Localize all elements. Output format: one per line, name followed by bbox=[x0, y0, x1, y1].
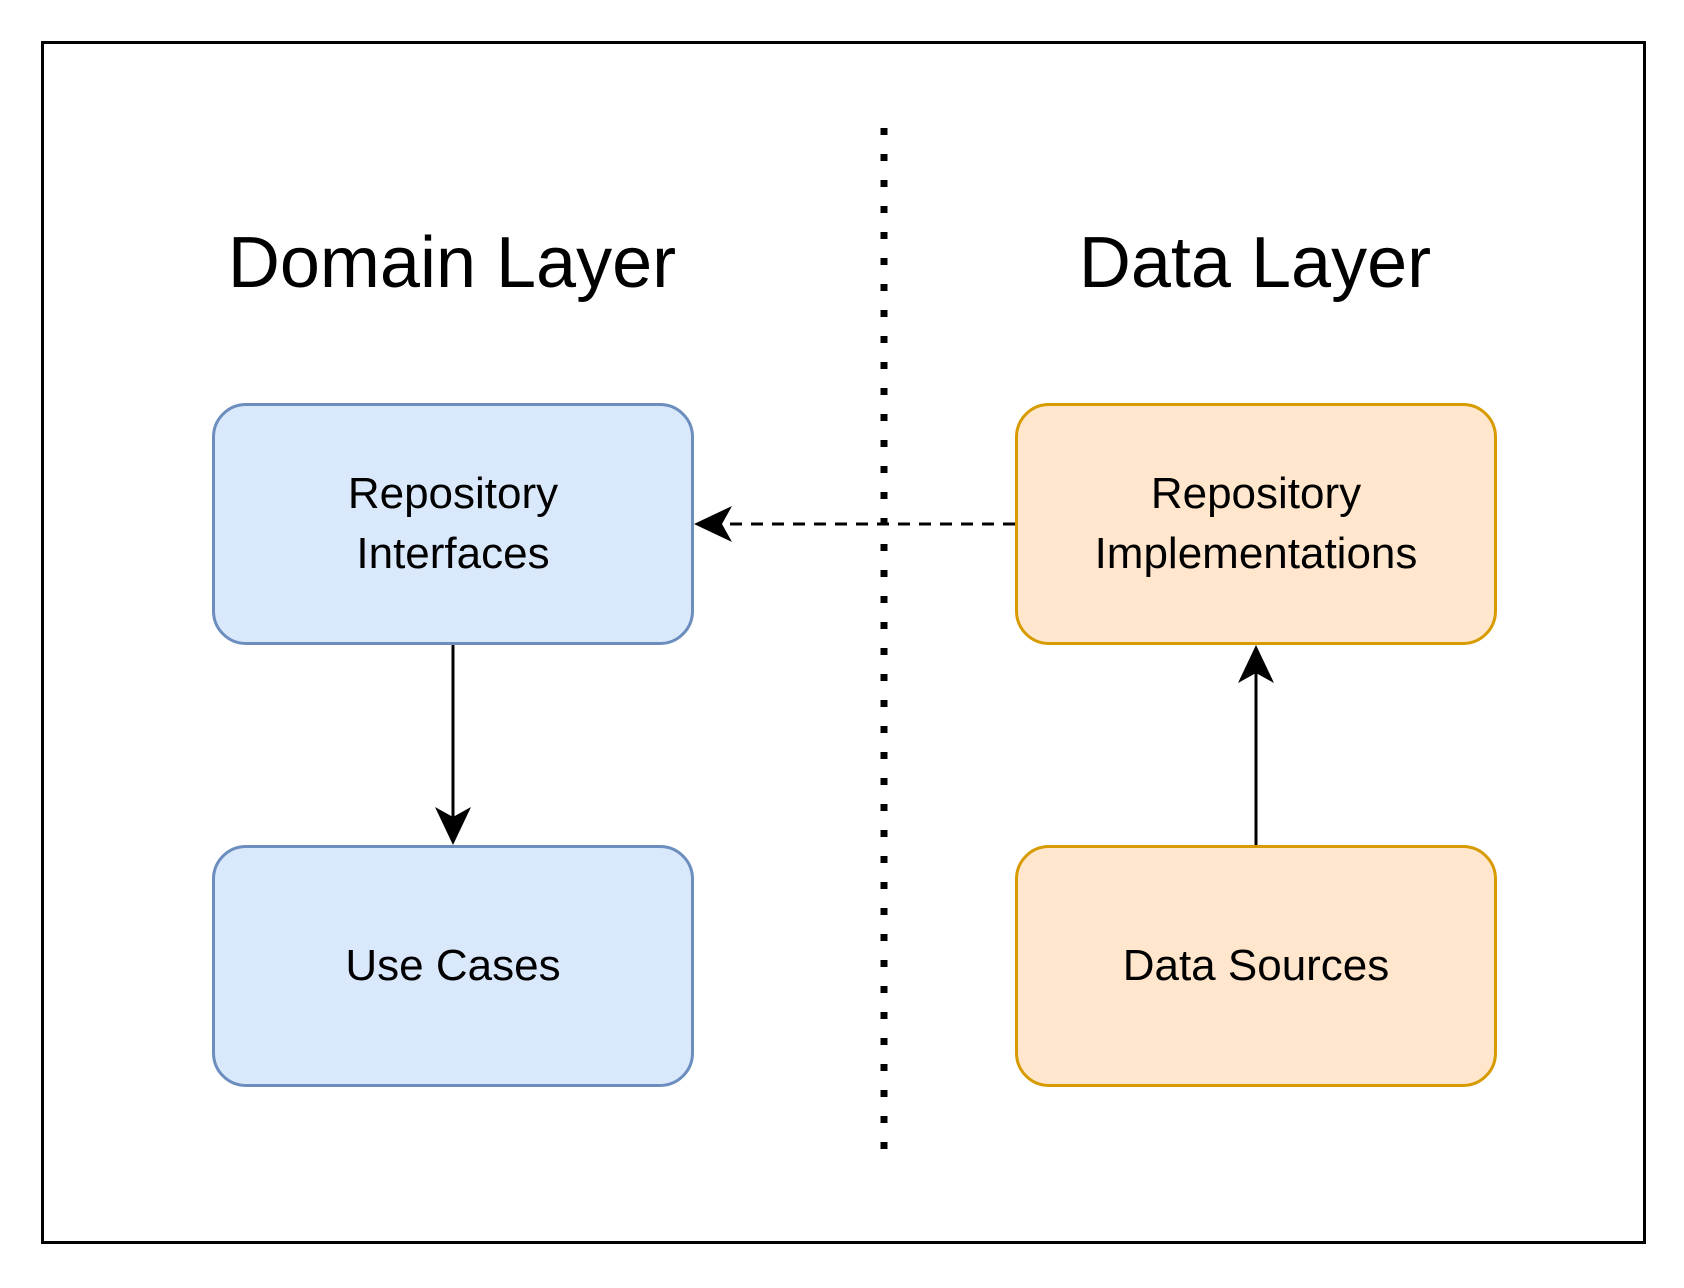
use-cases-box[interactable]: Use Cases bbox=[212, 845, 694, 1087]
arrowhead-implementations bbox=[1238, 645, 1274, 683]
use-cases-label: Use Cases bbox=[345, 941, 561, 990]
data-sources-label: Data Sources bbox=[1122, 941, 1390, 990]
repository-implementations-label-line2: Implementations bbox=[1094, 529, 1418, 578]
repository-implementations-box[interactable]: Repository Implementations bbox=[1015, 403, 1497, 645]
data-sources-box[interactable]: Data Sources bbox=[1015, 845, 1497, 1087]
data-layer-title: Data Layer bbox=[1078, 223, 1432, 303]
repository-interfaces-label-line2: Interfaces bbox=[356, 529, 550, 578]
repository-interfaces-box[interactable]: Repository Interfaces bbox=[212, 403, 694, 645]
diagram-frame bbox=[41, 41, 1646, 1244]
repository-implementations-label-line1: Repository bbox=[1150, 469, 1362, 518]
domain-layer-title: Domain Layer bbox=[227, 223, 677, 303]
repository-interfaces-label-line1: Repository bbox=[347, 469, 559, 518]
arrowhead-use-cases bbox=[435, 807, 471, 845]
arrowhead-interfaces bbox=[694, 506, 732, 542]
